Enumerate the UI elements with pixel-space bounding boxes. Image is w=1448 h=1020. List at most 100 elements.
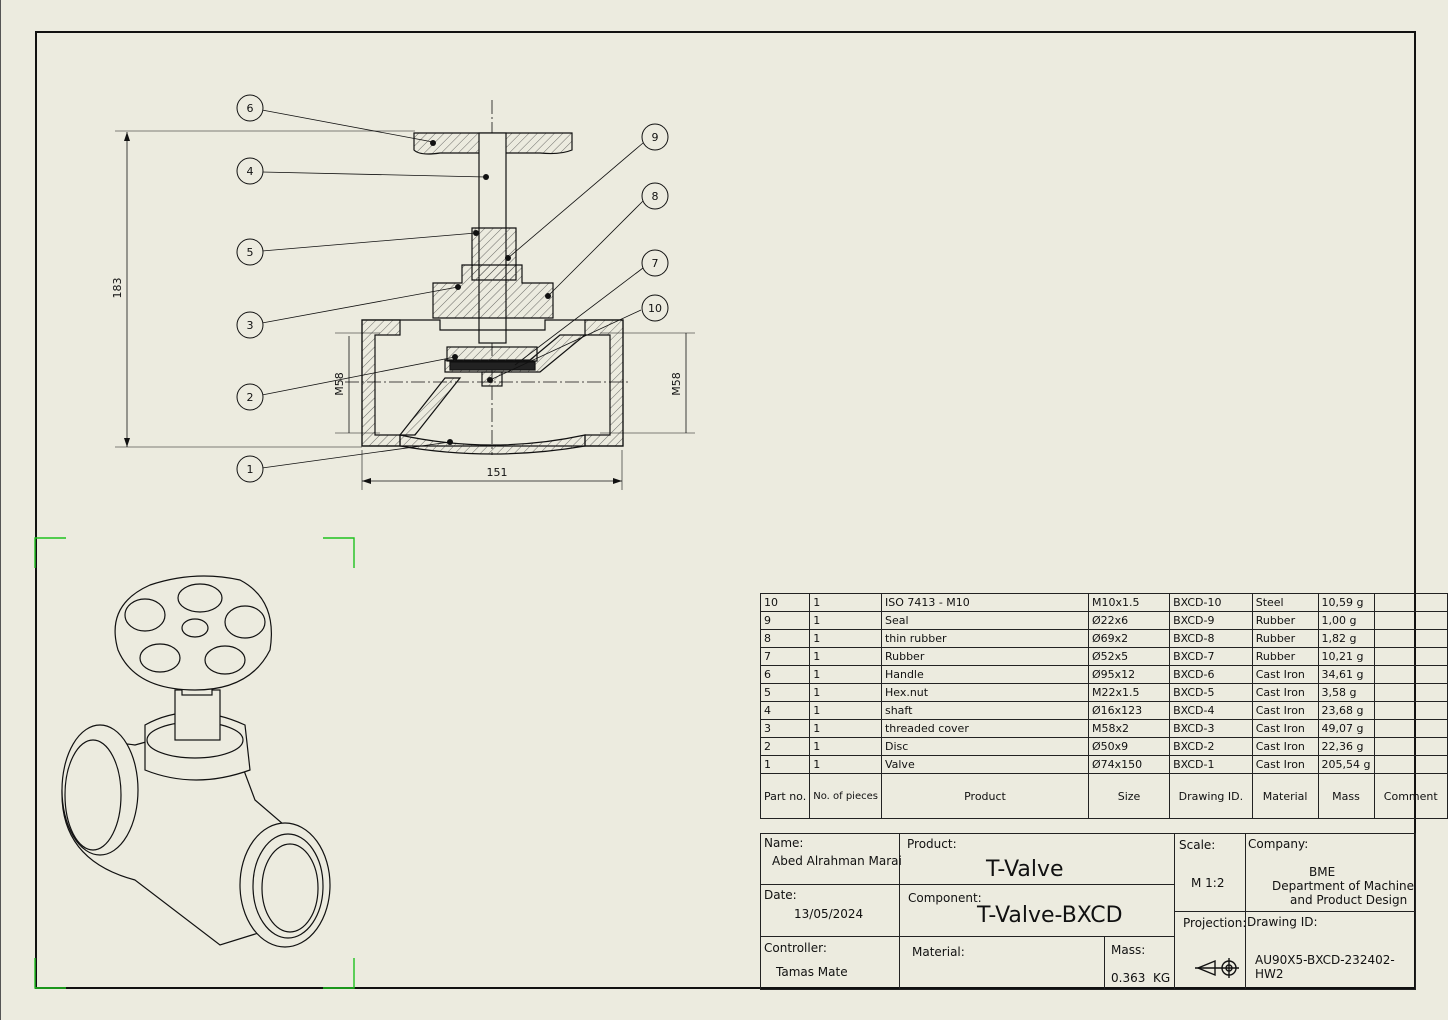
bom-cell-product: shaft bbox=[880, 701, 1089, 720]
bom-cell-size: Ø22x6 bbox=[1087, 611, 1171, 630]
bom-cell-part-no: 7 bbox=[759, 647, 811, 666]
bom-cell-pieces: 1 bbox=[809, 593, 882, 612]
projection-symbol-icon bbox=[1195, 958, 1239, 978]
balloon-6: 6 bbox=[247, 102, 254, 115]
bom-cell-material: Cast Iron bbox=[1251, 665, 1319, 684]
product-label: Product: bbox=[907, 837, 957, 851]
bom-cell-drawing-id: BXCD-2 bbox=[1169, 737, 1253, 756]
bom-cell-pieces: 1 bbox=[809, 629, 882, 648]
bom-cell-drawing-id: BXCD-4 bbox=[1169, 701, 1253, 720]
header-size: Size bbox=[1087, 773, 1171, 819]
bom-cell-product: thin rubber bbox=[880, 629, 1089, 648]
bom-cell-size: Ø74x150 bbox=[1087, 755, 1171, 774]
header-pieces: No. of pieces bbox=[809, 773, 882, 819]
bom-cell-pieces: 1 bbox=[809, 737, 882, 756]
bom-cell-part-no: 9 bbox=[759, 611, 811, 630]
bom-cell-comment bbox=[1373, 737, 1448, 756]
bom-cell-product: Disc bbox=[880, 737, 1089, 756]
company-line-2: Department of Machine bbox=[1272, 879, 1415, 893]
header-part-no: Part no. bbox=[759, 773, 811, 819]
bom-cell-pieces: 1 bbox=[809, 719, 882, 738]
bom-cell-size: Ø50x9 bbox=[1087, 737, 1171, 756]
bom-cell-pieces: 1 bbox=[809, 683, 882, 702]
header-product: Product bbox=[880, 773, 1089, 819]
drawing-id-value: AU90X5-BXCD-232402-HW2 bbox=[1255, 953, 1395, 981]
drawing-id-label: Drawing ID: bbox=[1247, 915, 1318, 929]
bom-cell-size: M10x1.5 bbox=[1087, 593, 1171, 612]
header-mass: Mass bbox=[1317, 773, 1375, 819]
scale-label: Scale: bbox=[1179, 838, 1216, 852]
bom-cell-size: Ø95x12 bbox=[1087, 665, 1171, 684]
bom-cell-part-no: 4 bbox=[759, 701, 811, 720]
mass-unit: KG bbox=[1153, 971, 1171, 985]
bom-cell-comment bbox=[1373, 593, 1448, 612]
bom-cell-drawing-id: BXCD-1 bbox=[1169, 755, 1253, 774]
company-line-1: BME bbox=[1309, 865, 1336, 879]
balloon-8: 8 bbox=[652, 190, 659, 203]
bom-cell-pieces: 1 bbox=[809, 755, 882, 774]
bom-cell-pieces: 1 bbox=[809, 647, 882, 666]
header-material: Material bbox=[1251, 773, 1319, 819]
bom-cell-pieces: 1 bbox=[809, 701, 882, 720]
bom-cell-drawing-id: BXCD-8 bbox=[1169, 629, 1253, 648]
balloon-7: 7 bbox=[652, 257, 659, 270]
bom-cell-material: Steel bbox=[1251, 593, 1319, 612]
balloon-2: 2 bbox=[247, 391, 254, 404]
mass-value: 0.363 bbox=[1111, 971, 1146, 985]
dim-thread-left: M58 bbox=[333, 372, 346, 396]
bom-cell-part-no: 1 bbox=[759, 755, 811, 774]
bom-cell-comment bbox=[1373, 629, 1448, 648]
bom-cell-comment bbox=[1373, 683, 1448, 702]
bom-cell-drawing-id: BXCD-7 bbox=[1169, 647, 1253, 666]
bom-cell-mass: 10,21 g bbox=[1317, 647, 1375, 666]
bom-cell-mass: 3,58 g bbox=[1317, 683, 1375, 702]
bom-cell-material: Cast Iron bbox=[1251, 683, 1319, 702]
dim-thread-right: M58 bbox=[670, 372, 683, 396]
bom-cell-material: Cast Iron bbox=[1251, 719, 1319, 738]
bom-cell-comment bbox=[1373, 755, 1448, 774]
bom-cell-comment bbox=[1373, 611, 1448, 630]
bom-cell-part-no: 10 bbox=[759, 593, 811, 612]
balloon-1: 1 bbox=[247, 463, 254, 476]
name-label: Name: bbox=[764, 836, 804, 850]
bom-cell-size: M58x2 bbox=[1087, 719, 1171, 738]
bom-cell-size: Ø52x5 bbox=[1087, 647, 1171, 666]
controller-value: Tamas Mate bbox=[776, 965, 848, 979]
drawing-sheet-border bbox=[35, 31, 1416, 989]
bom-cell-comment bbox=[1373, 701, 1448, 720]
bom-cell-size: Ø16x123 bbox=[1087, 701, 1171, 720]
bom-cell-mass: 49,07 g bbox=[1317, 719, 1375, 738]
bom-cell-mass: 1,82 g bbox=[1317, 629, 1375, 648]
balloon-5: 5 bbox=[247, 246, 254, 259]
cover-shape bbox=[432, 264, 554, 319]
bom-cell-drawing-id: BXCD-5 bbox=[1169, 683, 1253, 702]
bom-cell-drawing-id: BXCD-9 bbox=[1169, 611, 1253, 630]
bom-cell-material: Rubber bbox=[1251, 647, 1319, 666]
bom-cell-mass: 23,68 g bbox=[1317, 701, 1375, 720]
bom-cell-product: threaded cover bbox=[880, 719, 1089, 738]
bom-header-row: Part no. No. of pieces Product Size Draw… bbox=[759, 773, 1448, 819]
company-line-3: and Product Design bbox=[1290, 893, 1408, 907]
date-value: 13/05/2024 bbox=[794, 907, 864, 921]
bom-cell-part-no: 2 bbox=[759, 737, 811, 756]
header-drawing-id: Drawing ID. bbox=[1169, 773, 1253, 819]
bom-cell-part-no: 5 bbox=[759, 683, 811, 702]
component-value: T-Valve-BXCD bbox=[977, 903, 1123, 928]
controller-label: Controller: bbox=[764, 941, 827, 955]
bom-cell-product: Rubber bbox=[880, 647, 1089, 666]
bom-cell-pieces: 1 bbox=[809, 665, 882, 684]
bom-cell-mass: 34,61 g bbox=[1317, 665, 1375, 684]
bom-cell-product: Seal bbox=[880, 611, 1089, 630]
window-edge bbox=[0, 0, 1, 1020]
bom-cell-material: Cast Iron bbox=[1251, 701, 1319, 720]
